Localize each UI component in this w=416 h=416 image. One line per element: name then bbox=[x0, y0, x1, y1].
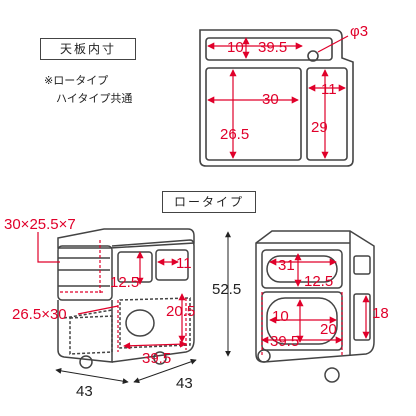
dim-43-width: 43 bbox=[176, 375, 193, 392]
dim-39-5-right: 39.5 bbox=[270, 333, 299, 350]
dim-20-5: 20.5 bbox=[166, 303, 195, 320]
right-cabinet-dimensions bbox=[261, 253, 370, 356]
left-cabinet-drawing bbox=[57, 228, 195, 369]
dim-31: 31 bbox=[278, 257, 295, 274]
dim-phi-3: φ3 bbox=[350, 23, 368, 40]
dim-52-5-height: 52.5 bbox=[212, 281, 241, 298]
dim-11-left: 11 bbox=[176, 255, 192, 272]
dim-bottom-bin-size: 26.5×30 bbox=[12, 306, 67, 323]
note-line-2: ハイタイプ共通 bbox=[56, 93, 133, 105]
dim-10-right: 10 bbox=[272, 308, 289, 325]
dim-10: 10 bbox=[227, 39, 244, 56]
dim-39-5-left: 39.5 bbox=[142, 350, 171, 367]
dim-12-5-right: 12.5 bbox=[304, 273, 333, 290]
dim-39-5-top: 39.5 bbox=[258, 39, 287, 56]
top-panel-label: 天板内寸 bbox=[40, 38, 136, 60]
dim-30: 30 bbox=[262, 91, 279, 108]
dim-drawer-size: 30×25.5×7 bbox=[4, 216, 76, 233]
dim-11-top: 11 bbox=[321, 81, 337, 98]
dim-12-5-left: 12.5 bbox=[110, 274, 139, 291]
dim-43-depth: 43 bbox=[76, 383, 93, 400]
top-panel-plan bbox=[199, 29, 354, 167]
left-cabinet-dimensions bbox=[37, 232, 187, 352]
top-panel-dimensions bbox=[207, 35, 349, 159]
low-type-label: ロータイプ bbox=[162, 191, 256, 213]
right-cabinet-drawing bbox=[255, 230, 375, 383]
dim-18: 18 bbox=[372, 305, 389, 322]
dim-29: 29 bbox=[311, 119, 328, 136]
note-line-1: ※ロータイプ bbox=[44, 75, 109, 87]
left-cabinet-black-dims bbox=[55, 358, 197, 385]
dim-20-right: 20 bbox=[320, 321, 337, 338]
dim-26-5: 26.5 bbox=[220, 126, 249, 143]
